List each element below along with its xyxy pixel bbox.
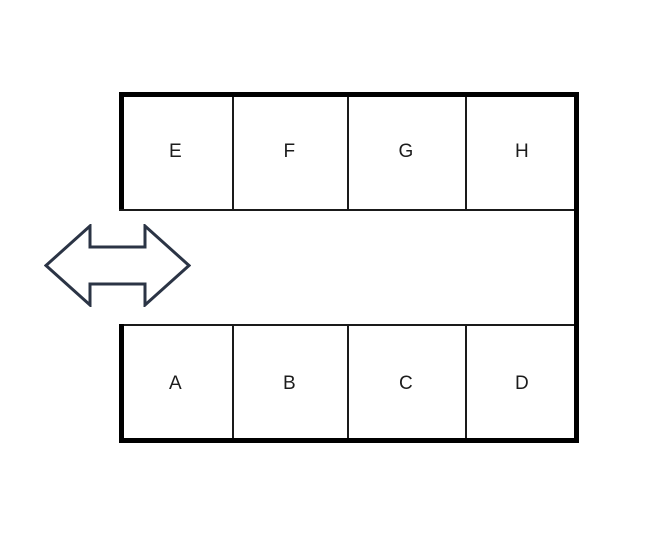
cell-a[interactable]: A	[119, 324, 232, 443]
top-row-left-border	[119, 92, 124, 211]
divider-top-3	[465, 92, 467, 211]
divider-bottom-3	[465, 324, 467, 443]
cell-d[interactable]: D	[465, 324, 579, 443]
divider-bottom-1	[232, 324, 234, 443]
cell-c[interactable]: C	[347, 324, 465, 443]
cell-label-b: B	[283, 373, 296, 394]
bottom-row-top-border	[119, 324, 579, 326]
cell-label-c: C	[398, 373, 414, 394]
cell-label-e: E	[169, 141, 182, 162]
divider-top-1	[232, 92, 234, 211]
cell-b[interactable]: B	[232, 324, 347, 443]
cell-label-d: D	[514, 373, 530, 394]
cell-label-g: G	[398, 141, 414, 162]
cell-e[interactable]: E	[119, 92, 232, 211]
cell-h[interactable]: H	[465, 92, 579, 211]
double-headed-horizontal-arrow[interactable]	[44, 224, 191, 307]
cell-label-f: F	[283, 141, 296, 162]
lower-track-row: A B C D	[119, 324, 579, 443]
bottom-row-bottom-border	[119, 438, 579, 443]
top-row-bottom-border	[119, 209, 579, 211]
top-row-top-border	[119, 92, 579, 97]
cell-label-h: H	[514, 141, 530, 162]
divider-bottom-2	[347, 324, 349, 443]
cell-label-a: A	[169, 373, 182, 394]
double-arrow-shape	[44, 224, 191, 307]
right-side-vertical-connector	[574, 92, 579, 443]
cell-g[interactable]: G	[347, 92, 465, 211]
upper-track-row: E F G H	[119, 92, 579, 211]
bottom-row-left-border	[119, 324, 124, 443]
cell-f[interactable]: F	[232, 92, 347, 211]
divider-top-2	[347, 92, 349, 211]
